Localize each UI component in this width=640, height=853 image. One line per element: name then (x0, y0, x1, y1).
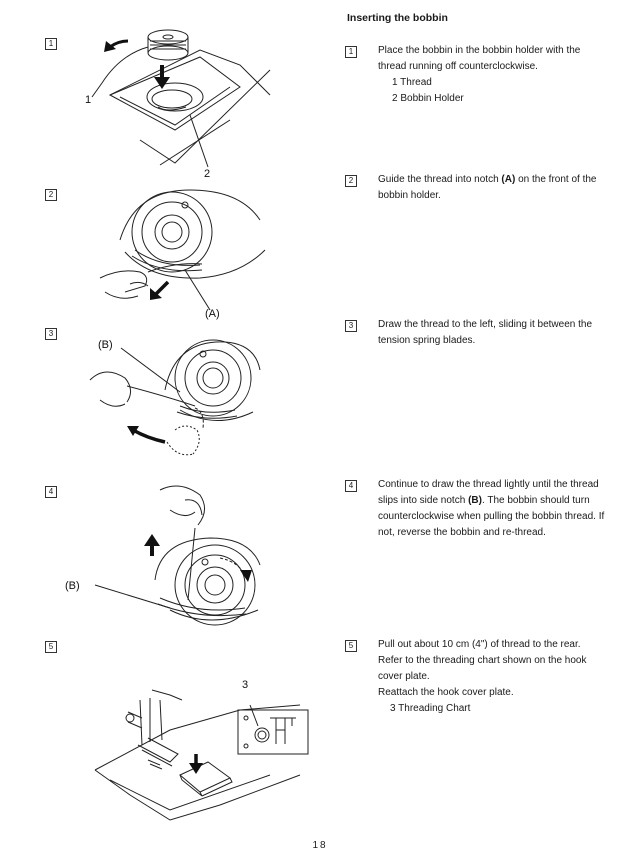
step-2-text-block: Guide the thread into notch (A) on the f… (378, 172, 610, 204)
step-2-text-a: Guide the thread into notch (378, 174, 502, 185)
step-4-text-a: Continue to draw the thread lightly unti… (378, 479, 599, 506)
step-2-text-b: on the front of the bobbin holder. (378, 174, 597, 201)
step-4-text-b: . The bobbin should turn counterclockwis… (378, 495, 605, 538)
step-4-text-block: Continue to draw the thread lightly unti… (378, 477, 610, 541)
fig4-notch-label: (B) (65, 580, 80, 592)
fig2-notch-label: (A) (205, 308, 220, 320)
step-3-text-block: Draw the thread to the left, sliding it … (378, 317, 610, 349)
step-1-sub-1: 1 Thread (392, 77, 432, 88)
step-3-text: Draw the thread to the left, sliding it … (378, 319, 593, 346)
figure-step-3-box: 3 (45, 328, 57, 340)
text-step-2-box: 2 (345, 175, 357, 187)
step-5-line-3: Reattach the hook cover plate. (378, 687, 514, 698)
fig1-callout-2: 2 (204, 168, 210, 180)
fig5-callout-3: 3 (242, 679, 248, 691)
figure-step-2-box: 2 (45, 189, 57, 201)
text-step-3-box: 3 (345, 320, 357, 332)
fig3-notch-label: (B) (98, 339, 113, 351)
step-2-bold: (A) (501, 174, 516, 185)
figure-2-illustration: (A) (99, 189, 266, 320)
step-1-text: Place the bobbin in the bobbin holder wi… (378, 45, 581, 72)
text-step-1-box: 1 (345, 46, 357, 58)
figure-1-illustration: 1 2 (85, 29, 271, 180)
figure-3-illustration: (B) (89, 339, 261, 456)
figure-5-illustration: 3 (94, 679, 309, 821)
step-5-text-block: Pull out about 10 cm (4") of thread to t… (378, 637, 610, 717)
step-5-sub-1: 3 Threading Chart (390, 703, 471, 714)
step-1-sub-2: 2 Bobbin Holder (392, 93, 464, 104)
section-title: Inserting the bobbin (347, 12, 448, 24)
step-5-line-2: Refer to the threading chart shown on th… (378, 655, 587, 682)
step-4-bold: (B) (468, 495, 482, 506)
figure-4-illustration: (B) (65, 485, 261, 626)
step-5-line-1: Pull out about 10 cm (4") of thread to t… (378, 639, 581, 650)
page-number: 18 (312, 840, 328, 851)
text-step-4-box: 4 (345, 480, 357, 492)
figure-step-4-box: 4 (45, 486, 57, 498)
fig1-callout-1: 1 (85, 94, 91, 106)
figure-step-1-box: 1 (45, 38, 57, 50)
figure-step-5-box: 5 (45, 641, 57, 653)
step-1-text-block: Place the bobbin in the bobbin holder wi… (378, 43, 610, 107)
text-step-5-box: 5 (345, 640, 357, 652)
